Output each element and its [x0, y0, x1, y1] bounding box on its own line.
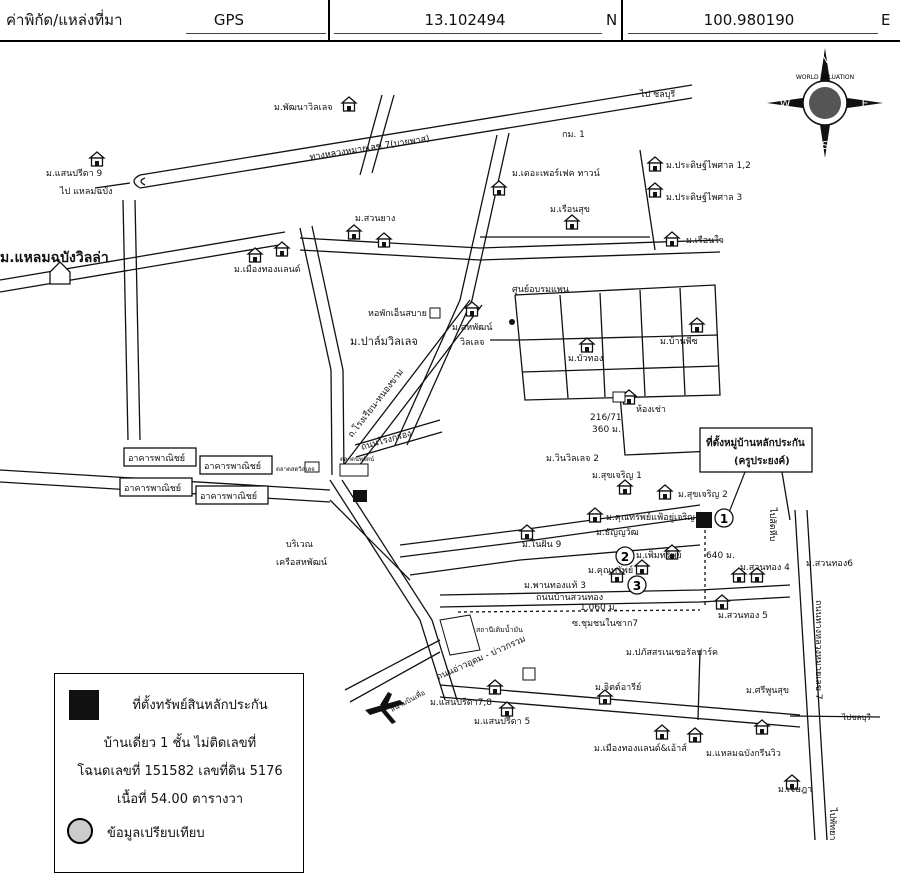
label-to-pattaya: ไปพัทยา: [827, 807, 838, 840]
label-airport-road: สนามบินเพื่อ: [389, 688, 427, 714]
label-commercial-1: อาคารพาณิชย์: [128, 452, 185, 464]
label-d640: 640 ม.: [706, 551, 735, 561]
label-kunsap2: ม.คุณทรัพย์: [588, 564, 633, 576]
label-to-sattahip: ไปสัตหีบ: [767, 507, 778, 542]
label-subject-box-2: (ครูประยงค์): [734, 455, 790, 468]
compass-n: N: [821, 53, 829, 66]
marker-3: 3: [633, 579, 641, 593]
label-muang-thong-land: ม.เมืองทองแลนด์: [234, 263, 301, 275]
label-sukcharoen1: ม.สุขเจริญ 1: [592, 470, 642, 481]
label-ruenjai: ม.เรือนใจ: [686, 235, 724, 246]
label-gas-station: สถานีเติมน้ำมัน: [476, 623, 523, 634]
label-to-chonburi: ไป ชลบุรี: [639, 89, 675, 100]
label-mtl-ace: ม.เมืองทองแลนด์&เอ้าส์: [594, 742, 687, 754]
label-area-1: บริเวณ: [286, 539, 313, 550]
location-label: ค่าพิกัด/แหล่งที่มา: [6, 11, 123, 29]
compass-rose: N S W E WORLD VALUATION: [767, 48, 883, 158]
label-km1: กม. 1: [562, 130, 585, 140]
label-saenprida78: ม.แสนปรีดา7,8: [430, 697, 492, 708]
label-suanthong4: ม.สวนทอง 4: [740, 563, 790, 573]
label-fresh-market: ตลาดนพรัตน์: [340, 455, 374, 463]
label-bua-thong: ม.บัวทอง: [568, 354, 603, 364]
longitude-value: 100.980190: [703, 11, 795, 29]
legend-title: ที่ตั้งทรัพย์สินหลักประกัน: [132, 698, 268, 713]
label-d1060: 1,060 ม.: [580, 603, 617, 613]
label-prasit3: ม.ประดิษฐ์ไพศาล 3: [666, 191, 742, 203]
legend-box: ที่ตั้งทรัพย์สินหลักประกัน บ้านเดี่ยว 1 …: [54, 673, 304, 873]
label-to-chon-right: ไปชลบุรี: [841, 713, 872, 722]
label-sahapat-village-2: วิลเลจ: [460, 337, 484, 348]
label-rongkrong-road: ถนนโรงกรอง: [360, 428, 413, 453]
label-subject-box-1: ที่ตั้งหมู่บ้านหลักประกัน: [706, 435, 805, 450]
legend-line-4: เนื้อที่ 54.00 ตารางวา: [116, 792, 244, 807]
subject-property-symbol: [69, 690, 99, 720]
compass-s: S: [822, 139, 829, 152]
latitude-value: 13.102494: [424, 11, 506, 29]
label-suanthong5: ม.สวนทอง 5: [718, 611, 768, 621]
label-saenprida5: ม.แสนปรีดา 5: [474, 716, 530, 727]
label-commercial-3: อาคารพาณิชย์: [124, 482, 181, 494]
marker-2: 2: [621, 550, 629, 564]
label-suanthong-road: ถนนบ้านสวนทอง: [536, 592, 603, 603]
compare-data-symbol: [67, 818, 93, 844]
label-pattana: ม.พัฒนาวิลเลจ: [274, 102, 333, 113]
label-sahapat-village-1: ม.สหพัฒน์: [452, 321, 493, 333]
label-to-laemchabang: ไป แหลมฉบัง: [59, 186, 113, 197]
label-jetsada: ม.เจษฎา: [778, 785, 812, 795]
label-ruensuk: ม.เรือนสุข: [550, 204, 590, 215]
label-suanyang: ม.สวนยาง: [355, 214, 395, 224]
label-market: ตลาดสดวิลเลจ: [276, 466, 315, 473]
label-soi7: ซ.ชุมชนในซาก7: [572, 618, 638, 629]
label-area-2: เครือสหพัฒน์: [276, 556, 327, 568]
latitude-direction: N: [606, 11, 618, 29]
legend-line-2: บ้านเดี่ยว 1 ชั้น ไม่ติดเลขที่: [103, 736, 257, 751]
label-nanfan: ม.ในฝัน 9: [522, 539, 562, 550]
label-commercial-2: อาคารพาณิชย์: [204, 460, 261, 472]
legend-line-3: โฉนดเลขที่ 151582 เลขที่ดิน 5176: [77, 764, 283, 779]
label-prasit12: ม.ประดิษฐ์ไพศาล 1,2: [666, 159, 751, 171]
gps-source: GPS: [213, 11, 245, 29]
label-perfect-town: ม.เดอะเพอร์เฟค ทาวน์: [512, 167, 600, 179]
longitude-direction: E: [881, 11, 891, 29]
label-highway7: ถนนทางหลวงหมายเลข 7: [813, 600, 823, 700]
label-d216: 216/71: [590, 413, 622, 423]
label-sripoonsuk: ม.ศรีพูนสุข: [746, 685, 789, 696]
map-symbols: [49, 261, 626, 724]
coordinate-header: ค่าพิกัด/แหล่งที่มา GPS 13.102494 N 100.…: [0, 0, 900, 42]
label-baan-peace: ม.บ้านพีซ: [660, 336, 698, 347]
label-suanthong6: ม.สวนทอง6: [806, 559, 853, 569]
label-dorm: หอพักเอ็นสบาย: [368, 306, 427, 319]
label-laem-green: ม.แหลมฉบังกรีนวิว: [706, 748, 781, 759]
label-sukcharoen2: ม.สุขเจริญ 2: [678, 489, 728, 500]
label-palm-village: ม.ปาล์มวิลเลจ: [350, 335, 418, 348]
label-panthong: ม.พานทองแท้ 3: [524, 580, 586, 591]
label-school-road: ถ.โรงเรียน-หนองขาม: [346, 367, 406, 440]
compass-emblem: WORLD VALUATION: [796, 74, 854, 81]
compass-e: E: [862, 97, 869, 110]
location-map: N S W E WORLD VALUATION 1 2 3 ม.พัฒนาวิล…: [0, 42, 900, 888]
label-phiphat: ม.ปภัสสรเนเชอรัลปาร์ค: [626, 646, 718, 658]
label-d360: 360 ม.: [592, 425, 621, 435]
label-permsap: ม.เพิ่มทรัพย์: [636, 548, 682, 561]
label-room-rent: ห้องเช่า: [636, 404, 666, 415]
label-training-center: ศูนย์อบรมแพน: [512, 283, 569, 295]
legend-compare-label: ข้อมูลเปรียบเทียบ: [107, 826, 205, 841]
label-saenprida9: ม.แสนปรีดา 9: [46, 168, 103, 179]
label-laem-villa: ม.แหลมฉบังวิลล่า: [0, 250, 109, 266]
compass-w: W: [780, 97, 791, 110]
label-jit-aree: ม.จิตต์อารีย์: [595, 681, 641, 693]
marker-1: 1: [720, 512, 728, 526]
compare-markers: [615, 508, 734, 595]
label-thanyawat: ม.ธัญญวัฒ: [596, 528, 639, 538]
label-win-village: ม.วินวิลเลจ 2: [546, 453, 599, 464]
commercial-boxes: [119, 447, 273, 505]
label-commercial-4: อาคารพาณิชย์: [200, 490, 257, 502]
label-kunsap: ม.คุณทรัพย์แฟ้อยู่เจริญ: [606, 511, 695, 523]
